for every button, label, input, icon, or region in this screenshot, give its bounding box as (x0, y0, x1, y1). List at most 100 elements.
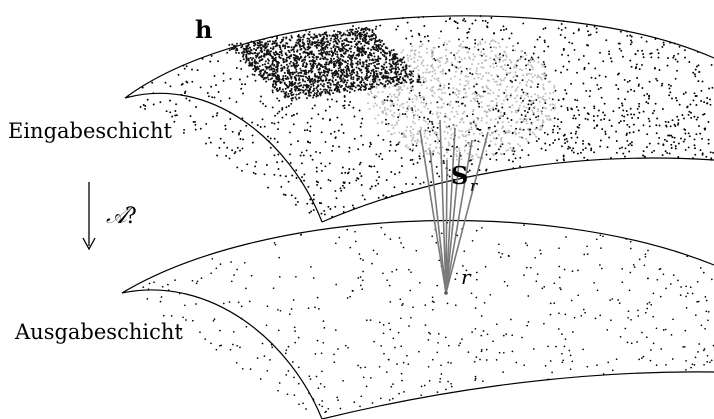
neuron-dot (284, 72, 286, 74)
neuron-dot (391, 58, 393, 60)
neuron-dot (335, 60, 337, 62)
neuron-dot (503, 29, 505, 31)
neuron-dot (315, 63, 317, 65)
neuron-dot (405, 146, 407, 148)
neuron-dot (521, 129, 523, 131)
neuron-dot (415, 250, 417, 252)
neuron-dot (485, 20, 487, 22)
neuron-dot (648, 118, 650, 120)
neuron-dot (379, 81, 381, 83)
neuron-dot (276, 88, 278, 90)
neuron-dot (425, 71, 427, 73)
neuron-dot (245, 56, 247, 58)
neuron-dot (425, 78, 427, 80)
neuron-dot (181, 84, 183, 86)
neuron-dot (503, 130, 505, 132)
neuron-dot (347, 63, 349, 65)
neuron-dot (696, 119, 698, 121)
neuron-dot (665, 121, 667, 123)
neuron-dot (307, 40, 309, 42)
neuron-dot (477, 73, 479, 75)
neuron-dot (706, 361, 708, 363)
neuron-dot (519, 127, 521, 129)
neuron-dot (512, 132, 514, 134)
neuron-dot (466, 115, 468, 117)
neuron-dot (515, 111, 517, 113)
neuron-dot (468, 56, 470, 58)
neuron-dot (310, 266, 312, 268)
neuron-dot (544, 66, 546, 68)
neuron-dot (312, 107, 314, 109)
neuron-dot (543, 88, 545, 90)
neuron-dot (489, 158, 491, 160)
neuron-dot (594, 26, 596, 28)
neuron-dot (423, 81, 425, 83)
neuron-dot (625, 147, 627, 149)
neuron-dot (387, 76, 389, 78)
neuron-dot (502, 121, 504, 123)
neuron-dot (622, 56, 624, 58)
neuron-dot (578, 28, 580, 30)
neuron-dot (407, 78, 409, 80)
neuron-dot (314, 60, 316, 62)
neuron-dot (259, 73, 261, 75)
neuron-dot (320, 187, 322, 189)
neuron-dot (309, 89, 311, 91)
neuron-dot (387, 96, 389, 98)
neuron-dot (566, 138, 568, 140)
neuron-dot (287, 70, 289, 72)
neuron-dot (386, 47, 388, 49)
neuron-dot (412, 159, 414, 161)
neuron-dot (424, 133, 426, 135)
neuron-dot (439, 61, 441, 63)
neuron-dot (324, 213, 326, 215)
neuron-dot (630, 241, 632, 243)
neuron-dot (298, 403, 300, 405)
neuron-dot (569, 147, 571, 149)
neuron-dot (474, 83, 476, 85)
neuron-dot (650, 304, 652, 306)
neuron-dot (403, 61, 405, 63)
neuron-dot (293, 299, 295, 301)
neuron-dot (545, 365, 547, 367)
neuron-dot (333, 61, 335, 63)
neuron-dot (292, 361, 294, 363)
neuron-dot (351, 88, 353, 90)
neuron-dot (522, 120, 524, 122)
neuron-dot (389, 301, 391, 303)
neuron-dot (375, 185, 377, 187)
neuron-dot (293, 123, 295, 125)
neuron-dot (282, 77, 284, 79)
neuron-dot (580, 315, 582, 317)
neuron-dot (294, 67, 296, 69)
neuron-dot (448, 83, 450, 85)
neuron-dot (324, 411, 326, 413)
neuron-dot (436, 111, 438, 113)
neuron-dot (245, 288, 247, 290)
neuron-dot (469, 170, 471, 172)
neuron-dot (289, 153, 291, 155)
neuron-dot (407, 363, 409, 365)
neuron-dot (349, 182, 351, 184)
neuron-dot (345, 84, 347, 86)
neuron-dot (501, 66, 503, 68)
neuron-dot (537, 83, 539, 85)
neuron-dot (481, 62, 483, 64)
neuron-dot (472, 93, 474, 95)
neuron-dot (558, 27, 560, 29)
neuron-dot (456, 150, 458, 152)
neuron-dot (335, 79, 337, 81)
neuron-dot (374, 102, 376, 104)
neuron-dot (370, 72, 372, 74)
neuron-dot (351, 38, 353, 40)
neuron-dot (627, 342, 629, 344)
neuron-dot (376, 73, 378, 75)
neuron-dot (537, 61, 539, 63)
neuron-dot (496, 74, 498, 76)
neuron-dot (275, 44, 277, 46)
neuron-dot (552, 142, 554, 144)
neuron-dot (383, 75, 385, 77)
neuron-dot (399, 171, 401, 173)
neuron-dot (560, 121, 562, 123)
neuron-dot (167, 284, 169, 286)
